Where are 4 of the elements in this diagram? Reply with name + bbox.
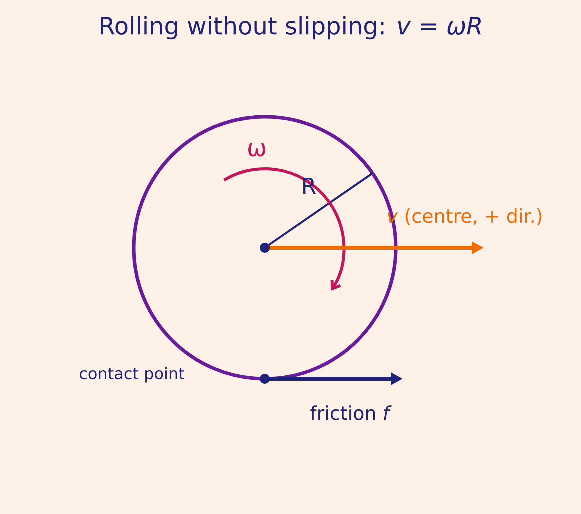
- force-label: friction f: [310, 406, 392, 420]
- symbol-label: ω: [248, 143, 266, 157]
- point-label: contact point: [80, 367, 185, 383]
- title: Rolling without slipping: v = ωR: [101, 16, 481, 40]
